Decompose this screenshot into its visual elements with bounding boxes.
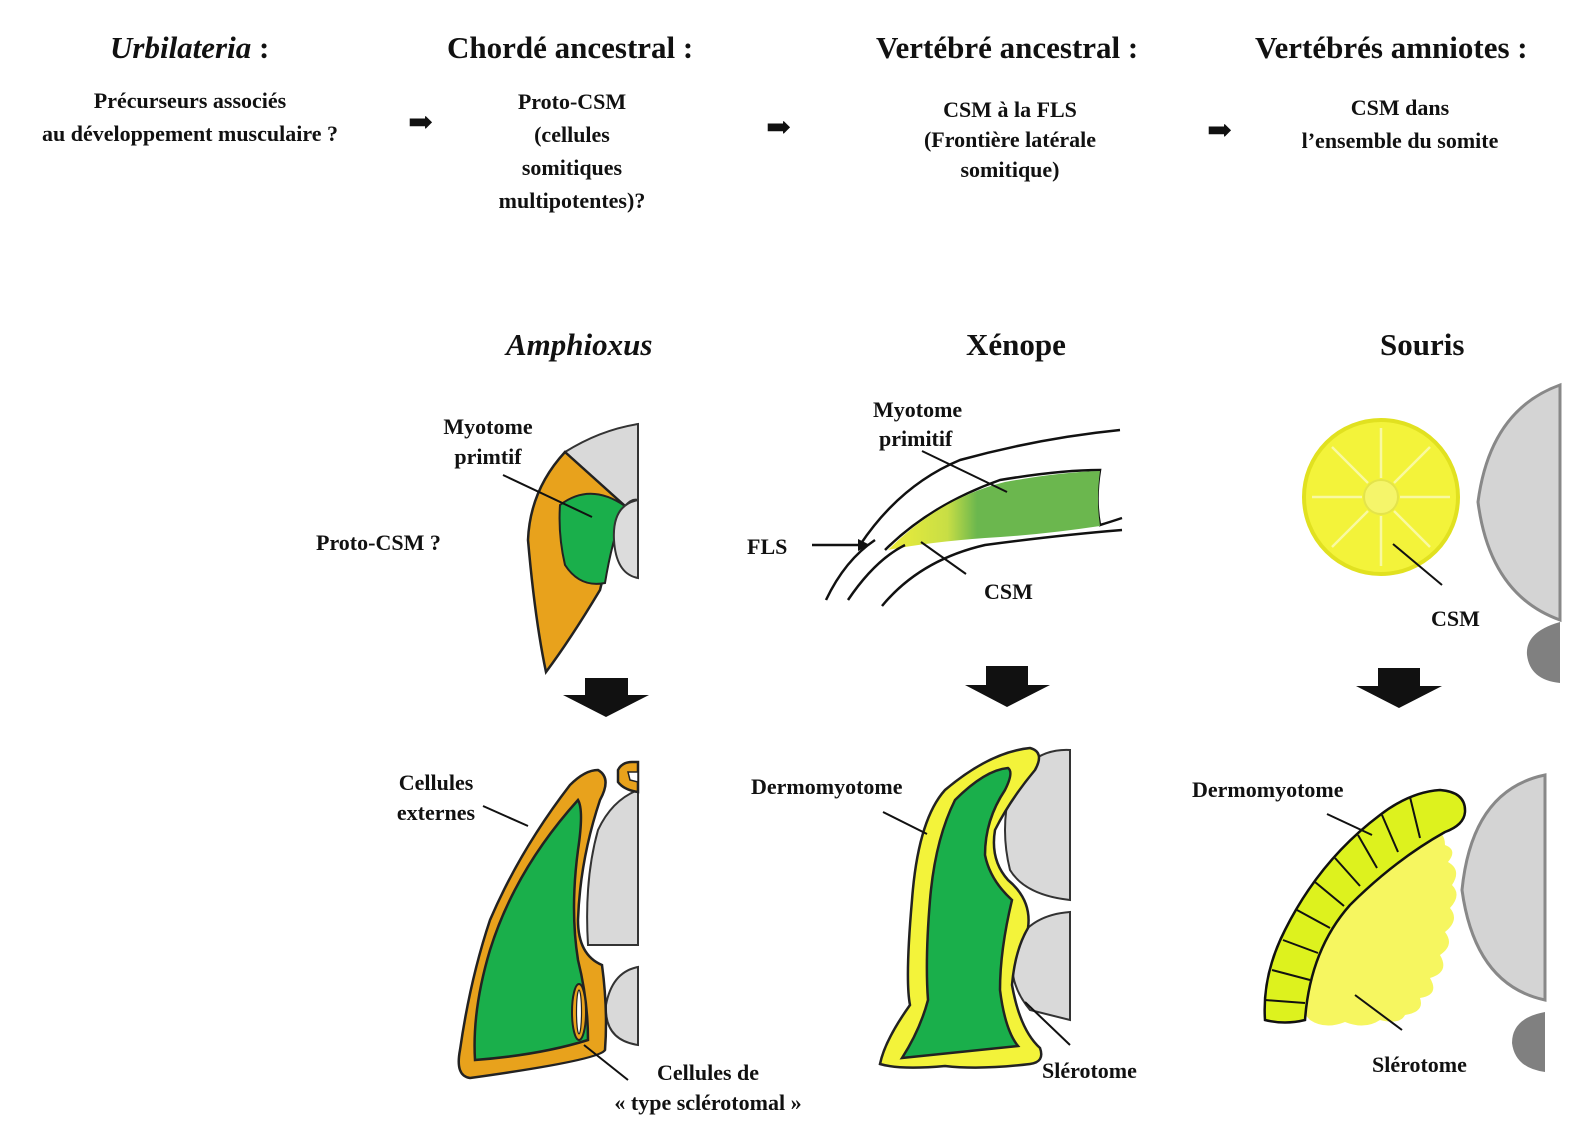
mouse-sclerotome [1296,830,1457,1026]
arrow-right-icon: ➡ [766,111,792,144]
xenope-myotome-fill [888,471,1100,550]
stage-title-vertebre: Vertébré ancestral : [876,30,1139,65]
stage-title-urbilateria: Urbilateria : [110,30,270,65]
label-xen-csm: CSM [984,579,1033,604]
label-mouse-dermomyotome: Dermomyotome [1192,777,1344,802]
amphioxus-notochord [612,498,639,580]
species-souris: Souris [1380,327,1465,362]
label-xen-dermomyotome: Dermomyotome [751,774,903,799]
arrow-down-icon [563,666,1442,717]
amphioxus-bottom-somite [457,760,640,1081]
label-xen-slerotome: Slérotome [1042,1058,1137,1083]
label-amph-protocsm: Proto-CSM ? [316,530,441,555]
label-mouse-csm: CSM [1431,606,1480,631]
xenope-bottom-somite [878,746,1071,1069]
amphioxus-inner-green [473,797,590,1062]
label-xen-fls: FLS [747,534,788,559]
xenope-top-somite [812,428,1123,607]
label-amph-sclerotomal: Cellules de« type sclérotomal » [614,1060,802,1115]
mouse-top-somite [1302,382,1562,683]
label-mouse-slerotome: Slérotome [1372,1052,1467,1077]
species-amphioxus: Amphioxus [506,327,653,362]
stage-title-amniotes: Vertébrés amniotes : [1255,30,1528,65]
xenope-inner-green [899,766,1021,1060]
amphioxus-green-region [558,492,627,585]
mouse-dermomyotome [1263,788,1467,1024]
species-xenope: Xénope [966,327,1066,362]
arrow-right-icon: ➡ [408,106,434,139]
arrow-right-icon: ➡ [1207,114,1233,147]
mouse-bottom-somite [1263,773,1547,1072]
stage-title-chorde: Chordé ancestral : [447,30,694,65]
amphioxus-top-somite [502,422,639,675]
